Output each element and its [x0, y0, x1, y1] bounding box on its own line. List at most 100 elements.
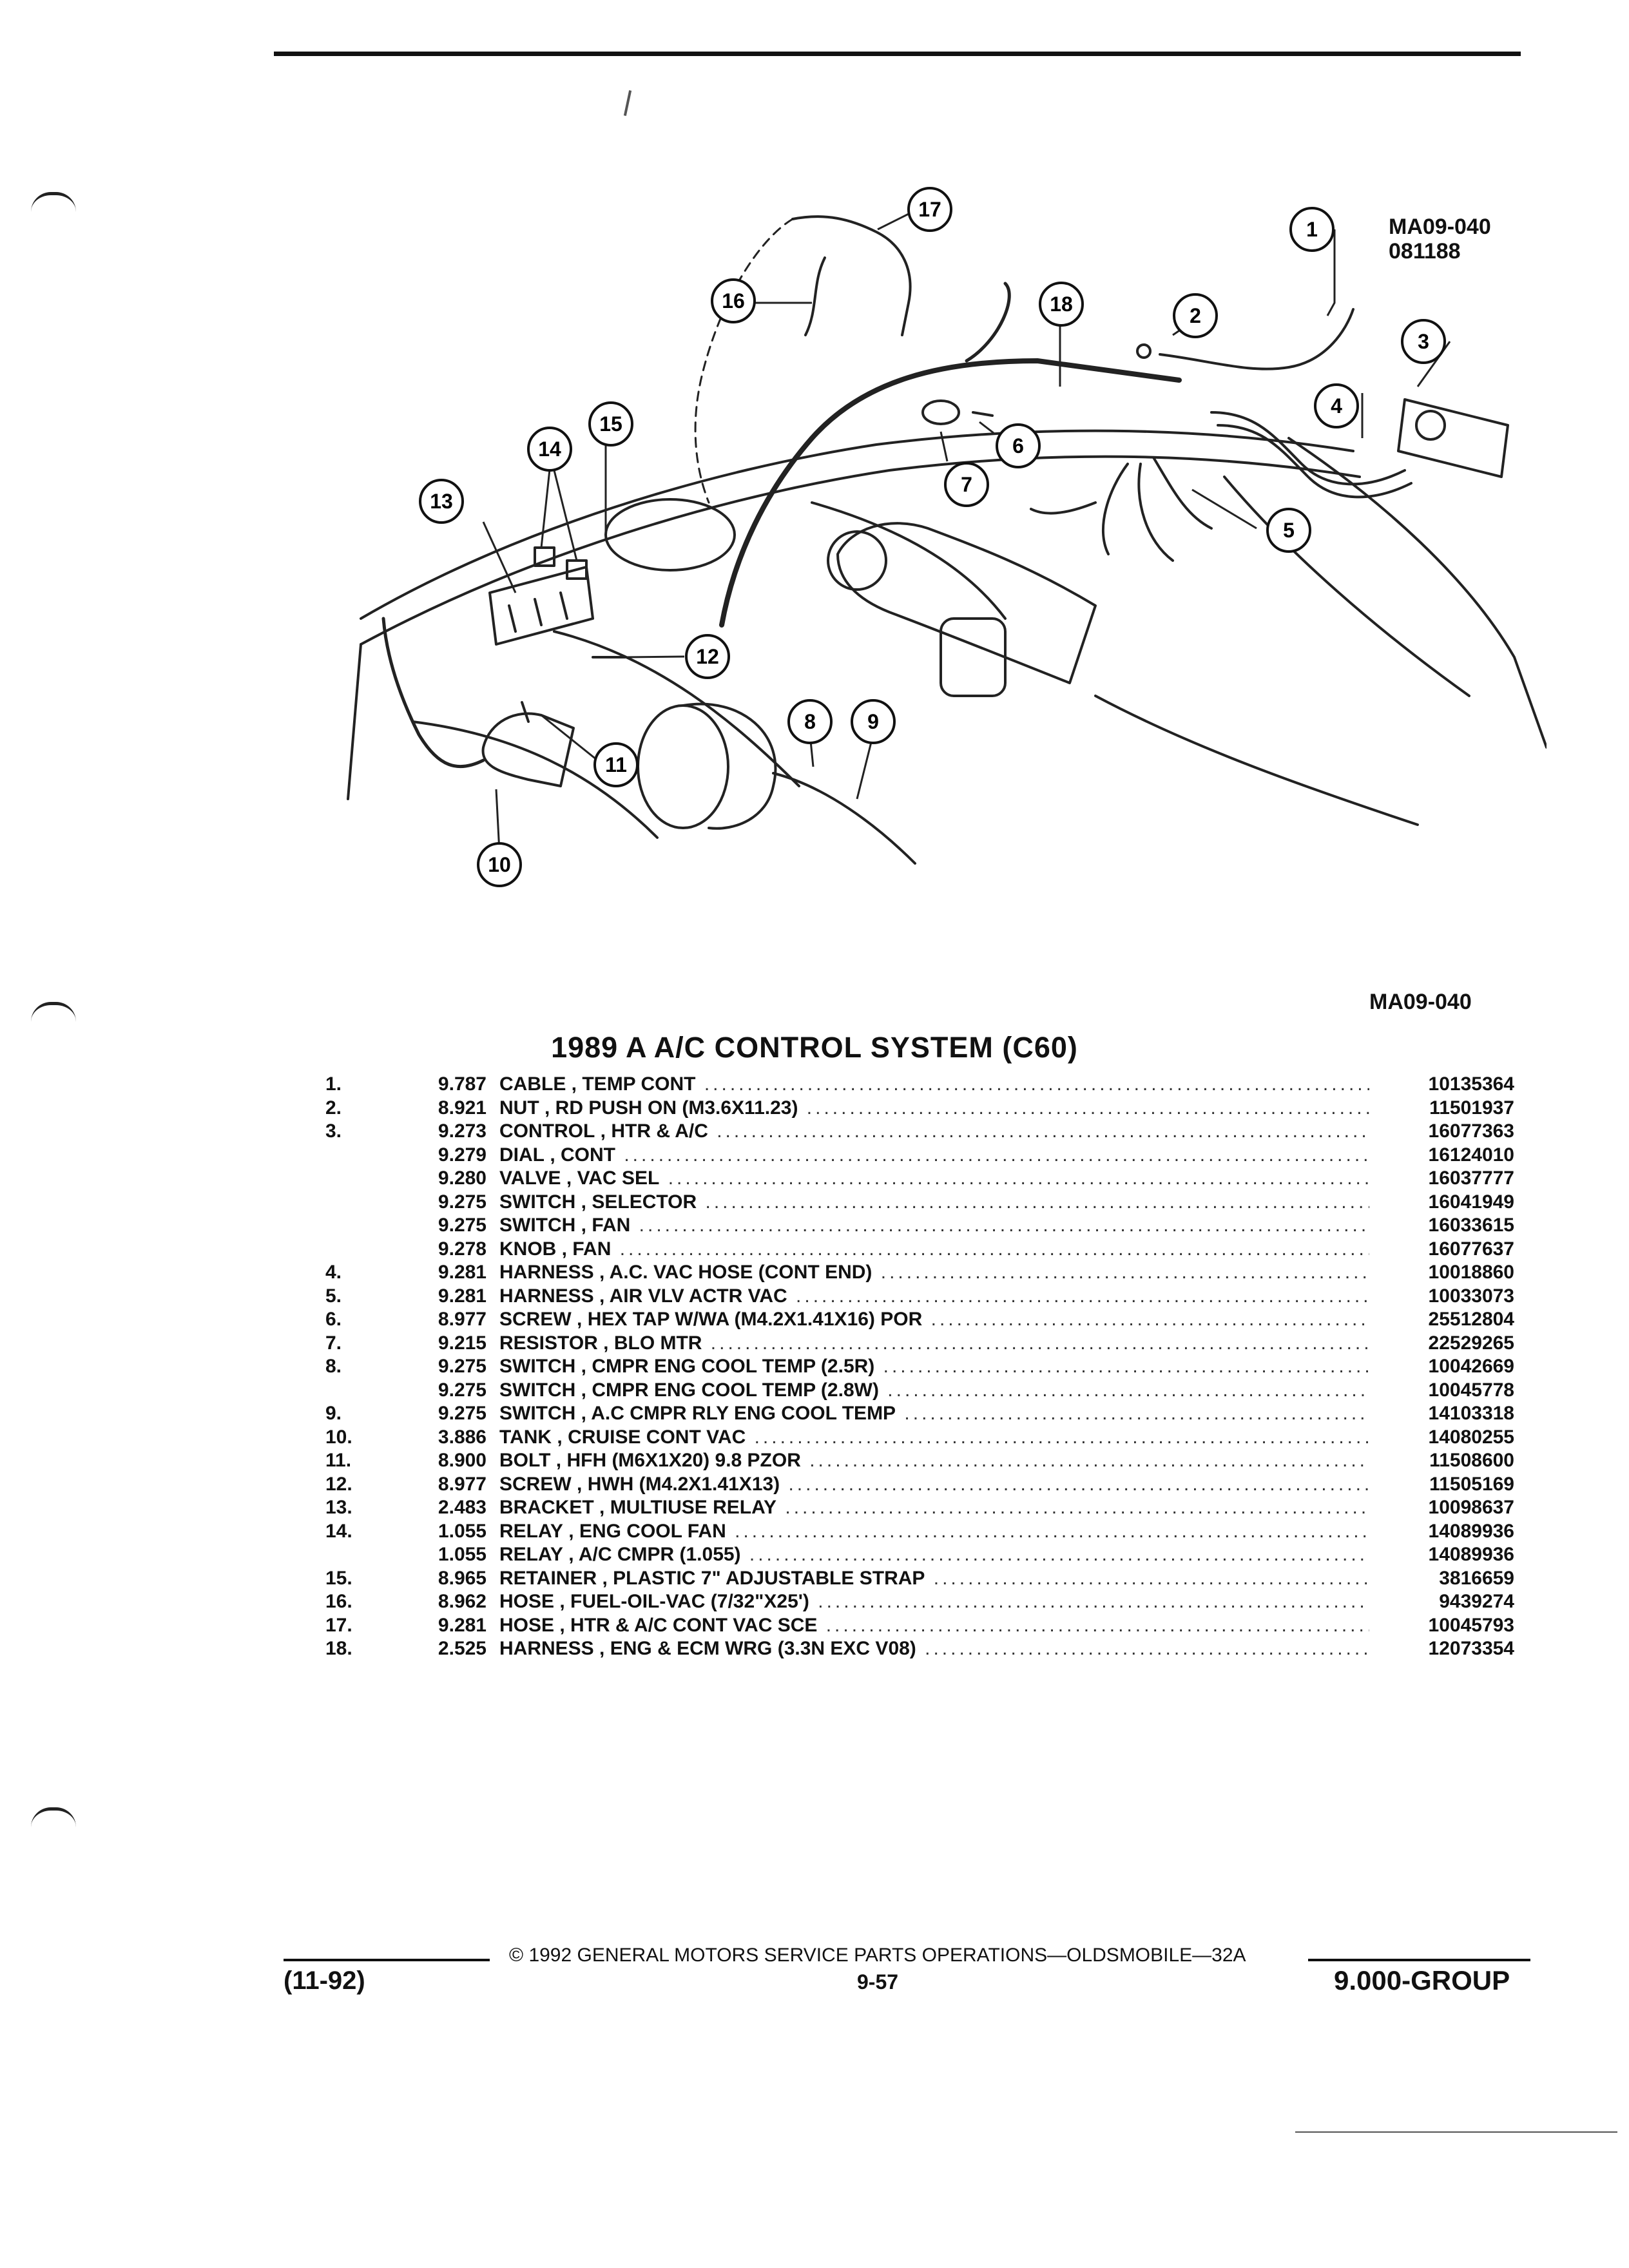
parts-row: 9.275 SWITCH , CMPR ENG COOL TEMP (2.8W) …: [325, 1379, 1514, 1403]
part-description: HARNESS , A.C. VAC HOSE (CONT END) .....…: [499, 1261, 1369, 1284]
dot-leader: ........................................…: [887, 1379, 1369, 1401]
part-detail: AIR VLV ACTR VAC: [609, 1285, 787, 1307]
part-description: SWITCH , CMPR ENG COOL TEMP (2.8W) .....…: [499, 1379, 1369, 1402]
part-number: 11501937: [1429, 1097, 1514, 1119]
part-name: SWITCH: [499, 1403, 576, 1424]
catalog-group-number: 9.215: [438, 1332, 487, 1354]
part-description: HARNESS , AIR VLV ACTR VAC .............…: [499, 1285, 1369, 1308]
temp-cable: [1159, 308, 1354, 370]
part-description: SWITCH , CMPR ENG COOL TEMP (2.5R) .....…: [499, 1355, 1369, 1378]
parts-row: 9.279 DIAL , CONT .......................…: [325, 1144, 1514, 1168]
part-description: BRACKET , MULTIUSE RELAY ...............…: [499, 1496, 1369, 1519]
svg-text:16: 16: [722, 289, 745, 312]
catalog-group-number: 8.921: [438, 1097, 487, 1119]
dot-leader: ........................................…: [785, 1497, 1369, 1518]
part-description: CONTROL , HTR & A/C ....................…: [499, 1120, 1369, 1143]
blower-module: [836, 522, 1097, 684]
part-detail: FUEL-OIL-VAC (7/32"X25'): [570, 1591, 809, 1612]
catalog-group-number: 9.279: [438, 1144, 487, 1166]
svg-text:6: 6: [1012, 434, 1024, 457]
catalog-group-number: 9.275: [438, 1403, 487, 1424]
item-number: 7.: [325, 1332, 342, 1354]
part-description: SCREW , HEX TAP W/WA (M4.2X1.41X16) POR …: [499, 1308, 1369, 1331]
dot-leader: ........................................…: [925, 1638, 1369, 1659]
part-description: TANK , CRUISE CONT VAC .................…: [499, 1426, 1369, 1449]
group-label: 9.000-GROUP: [1334, 1965, 1510, 1995]
dot-leader: ........................................…: [717, 1120, 1369, 1142]
dot-leader: ........................................…: [754, 1426, 1369, 1448]
callout-9: 9: [851, 699, 896, 744]
item-number: 4.: [325, 1262, 342, 1283]
dot-leader: ........................................…: [788, 1473, 1369, 1495]
part-description: BOLT , HFH (M6X1X20) 9.8 PZOR ..........…: [499, 1449, 1369, 1472]
item-number: 5.: [325, 1285, 342, 1307]
part-number: 25512804: [1428, 1309, 1514, 1330]
svg-text:7: 7: [961, 473, 972, 496]
item-number: 14.: [325, 1520, 352, 1542]
svg-text:12: 12: [696, 645, 719, 668]
part-number: 16077363: [1428, 1120, 1514, 1142]
part-name: BOLT: [499, 1450, 551, 1471]
top-rule: [274, 52, 1521, 56]
catalog-group-number: 9.278: [438, 1238, 487, 1260]
part-name: RELAY: [499, 1520, 563, 1542]
item-number: 17.: [325, 1614, 352, 1636]
figure-code: MA09-040: [1389, 215, 1491, 239]
part-detail: A.C. VAC HOSE (CONT END): [609, 1262, 872, 1283]
part-number: 10033073: [1428, 1285, 1514, 1307]
part-detail: VAC SEL: [577, 1168, 660, 1189]
relay-bracket: [488, 566, 594, 646]
part-description: KNOB , FAN .............................…: [499, 1238, 1369, 1261]
callout-3: 3: [1401, 319, 1446, 364]
dot-leader: ........................................…: [880, 1262, 1369, 1283]
item-number: 16.: [325, 1591, 352, 1612]
callout-2: 2: [1173, 293, 1218, 338]
callout-7: 7: [944, 462, 989, 507]
svg-text:10: 10: [488, 853, 511, 876]
dot-leader: ........................................…: [796, 1285, 1369, 1307]
dot-leader: ........................................…: [704, 1073, 1369, 1095]
svg-text:17: 17: [918, 198, 941, 221]
callout-16: 16: [711, 278, 756, 323]
vacuum-tank: [481, 712, 575, 787]
part-description: NUT , RD PUSH ON (M3.6X11.23) ..........…: [499, 1097, 1369, 1120]
part-name: DIAL: [499, 1144, 545, 1166]
part-description: RELAY , A/C CMPR (1.055) ...............…: [499, 1543, 1369, 1566]
dot-leader: ........................................…: [749, 1544, 1369, 1565]
catalog-group-number: 9.275: [438, 1379, 487, 1401]
part-detail: HWH (M4.2X1.41X13): [587, 1473, 780, 1495]
part-detail: RD PUSH ON (M3.6X11.23): [555, 1097, 798, 1119]
part-name: SWITCH: [499, 1356, 576, 1377]
callout-13: 13: [419, 479, 464, 524]
part-detail: HTR & A/C CONT VAC SCE: [570, 1614, 818, 1636]
part-name: RESISTOR: [499, 1332, 598, 1354]
figure-date-code: 081188: [1389, 239, 1461, 264]
svg-text:8: 8: [804, 710, 816, 733]
control-head: [1397, 398, 1509, 478]
part-detail: CONT: [561, 1144, 616, 1166]
catalog-group-number: 8.977: [438, 1473, 487, 1495]
harness-18: [719, 358, 1182, 628]
part-name: RELAY: [499, 1544, 563, 1565]
dot-leader: ........................................…: [818, 1591, 1369, 1612]
hole-punch-mark-2: [31, 1002, 76, 1022]
part-name: CONTROL: [499, 1120, 595, 1142]
part-description: DIAL , CONT ............................…: [499, 1144, 1369, 1167]
item-number: 6.: [325, 1309, 342, 1330]
footer-copyright: © 1992 GENERAL MOTORS SERVICE PARTS OPER…: [509, 1945, 1246, 1966]
figure-code-top: MA09-040 081188: [1389, 215, 1491, 264]
part-name: SWITCH: [499, 1215, 576, 1236]
part-name: RETAINER: [499, 1567, 597, 1589]
part-number: 9439274: [1439, 1591, 1514, 1612]
svg-text:4: 4: [1331, 394, 1342, 418]
